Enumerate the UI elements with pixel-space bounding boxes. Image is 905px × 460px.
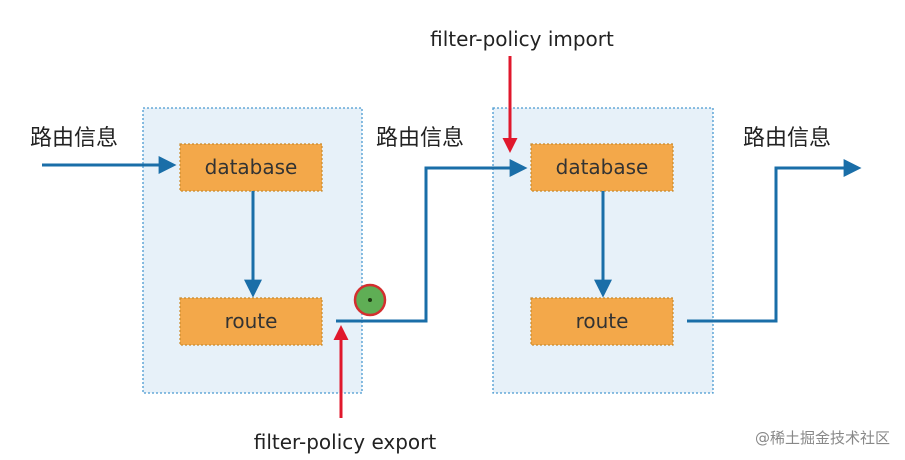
router-2-route-label: route	[576, 309, 629, 333]
inter-router-arrow	[336, 159, 528, 323]
export-point-dot	[368, 298, 372, 302]
route-info-label-middle: 路由信息	[376, 126, 464, 151]
router-1-database-label: database	[205, 155, 298, 179]
filter-import-label: filter-policy import	[430, 27, 614, 51]
router-1-route-label: route	[225, 309, 278, 333]
outgoing-route-arrow	[687, 159, 862, 323]
router-1-route-box	[179, 297, 323, 346]
route-info-label-right: 路由信息	[743, 126, 831, 151]
router-2-database-box	[530, 143, 674, 192]
router-2-route-box	[530, 297, 674, 346]
watermark: @稀土掘金技术社区	[755, 429, 890, 447]
router-2-database-label: database	[556, 155, 649, 179]
filter-export-label: filter-policy export	[254, 430, 437, 454]
router-1-database-box	[179, 143, 323, 192]
route-info-label-left: 路由信息	[30, 126, 118, 151]
